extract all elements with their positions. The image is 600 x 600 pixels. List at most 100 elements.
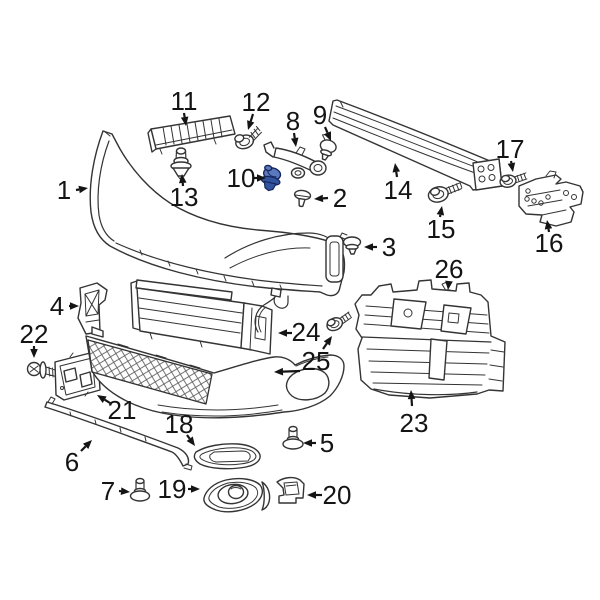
callout-arrowhead xyxy=(314,194,324,203)
callout-arrow xyxy=(322,342,328,350)
trim-crescent xyxy=(261,481,271,511)
part-22-screw xyxy=(26,361,61,379)
callout-arrow xyxy=(282,369,301,373)
callout-arrowhead xyxy=(186,436,195,446)
callout-arrow xyxy=(104,398,111,404)
callout-arrowhead xyxy=(364,243,373,251)
part-7-bolt xyxy=(129,477,151,502)
callout-21[interactable]: 21 xyxy=(97,395,136,425)
callout-23[interactable]: 23 xyxy=(400,390,429,438)
part-14-reinforcement-beam xyxy=(328,99,503,191)
callout-25[interactable]: 25 xyxy=(274,336,332,376)
callout-16[interactable]: 16 xyxy=(535,220,564,258)
callout-arrowhead xyxy=(180,116,189,126)
callout-20[interactable]: 20 xyxy=(307,480,351,510)
callout-arrow xyxy=(80,445,87,452)
callout-arrow xyxy=(292,132,296,139)
callout-number-4[interactable]: 4 xyxy=(50,291,64,321)
callout-arrowhead xyxy=(30,349,38,358)
part-4-side-stay xyxy=(77,282,108,335)
callout-number-19[interactable]: 19 xyxy=(158,474,187,504)
callout-number-3[interactable]: 3 xyxy=(382,232,396,262)
part-13-clip xyxy=(170,147,192,180)
callout-number-14[interactable]: 14 xyxy=(384,175,413,205)
part-19-fog-garnish-lamp xyxy=(203,477,264,513)
callout-number-17[interactable]: 17 xyxy=(496,134,525,164)
callout-26[interactable]: 26 xyxy=(435,254,464,290)
callout-arrow xyxy=(182,112,186,118)
part-5-bolt xyxy=(282,425,304,450)
callout-2[interactable]: 2 xyxy=(314,183,347,213)
callout-number-6[interactable]: 6 xyxy=(65,447,79,477)
callout-number-20[interactable]: 20 xyxy=(323,480,352,510)
callout-1[interactable]: 1 xyxy=(57,175,88,205)
callout-10[interactable]: 10 xyxy=(227,163,266,193)
callout-number-12[interactable]: 12 xyxy=(242,87,271,117)
callout-arrowhead xyxy=(303,439,312,447)
callout-arrowhead xyxy=(290,137,299,147)
callout-14[interactable]: 14 xyxy=(384,163,413,205)
part-24-grille-shutter-upper xyxy=(130,279,282,355)
callout-11[interactable]: 11 xyxy=(171,86,198,126)
callout-4[interactable]: 4 xyxy=(50,291,79,321)
callout-24[interactable]: 24 xyxy=(278,317,320,347)
callout-number-22[interactable]: 22 xyxy=(20,319,49,349)
callout-number-2[interactable]: 2 xyxy=(333,183,347,213)
callout-number-16[interactable]: 16 xyxy=(535,228,564,258)
callout-arrow xyxy=(249,113,255,122)
part-9-clip xyxy=(319,133,337,161)
callout-number-13[interactable]: 13 xyxy=(170,182,199,212)
callout-12[interactable]: 12 xyxy=(242,87,271,130)
part-21-license-bracket xyxy=(54,352,101,401)
callout-number-11[interactable]: 11 xyxy=(171,86,198,116)
callout-arrowhead xyxy=(507,162,516,172)
callout-17[interactable]: 17 xyxy=(496,134,525,172)
callout-18[interactable]: 18 xyxy=(165,409,195,446)
callout-arrowhead xyxy=(82,440,92,450)
callout-arrow xyxy=(75,188,80,192)
callout-19[interactable]: 19 xyxy=(158,474,200,504)
callout-number-24[interactable]: 24 xyxy=(292,317,321,347)
part-10-clip-highlighted xyxy=(260,164,282,192)
callout-number-1[interactable]: 1 xyxy=(57,175,71,205)
callout-6[interactable]: 6 xyxy=(65,440,92,477)
callout-number-26[interactable]: 26 xyxy=(435,254,464,284)
callout-arrow xyxy=(186,434,191,440)
callout-number-25[interactable]: 25 xyxy=(302,346,331,376)
callout-arrowhead xyxy=(247,120,255,130)
callout-number-7[interactable]: 7 xyxy=(101,476,115,506)
part-16-mount-bracket xyxy=(518,170,584,227)
callout-arrowhead xyxy=(307,491,316,499)
callout-number-10[interactable]: 10 xyxy=(227,163,256,193)
callout-arrowhead xyxy=(544,220,553,230)
callout-number-8[interactable]: 8 xyxy=(286,106,300,136)
callout-15[interactable]: 15 xyxy=(427,206,456,244)
part-12-screw xyxy=(234,125,262,150)
callout-number-23[interactable]: 23 xyxy=(400,408,429,438)
callout-arrowhead xyxy=(274,367,284,376)
callout-22[interactable]: 22 xyxy=(20,319,49,358)
callout-5[interactable]: 5 xyxy=(303,428,334,458)
callout-number-15[interactable]: 15 xyxy=(427,214,456,244)
callout-arrowhead xyxy=(97,395,107,403)
callout-number-21[interactable]: 21 xyxy=(108,395,137,425)
callout-number-18[interactable]: 18 xyxy=(165,409,194,439)
callout-arrowhead xyxy=(78,185,88,194)
part-18-fog-garnish xyxy=(193,443,261,470)
callout-arrowhead xyxy=(257,174,266,182)
callout-arrowhead xyxy=(191,485,200,493)
callout-9[interactable]: 9 xyxy=(313,100,331,141)
callout-number-9[interactable]: 9 xyxy=(313,100,327,130)
callout-13[interactable]: 13 xyxy=(170,174,199,212)
callout-arrowhead xyxy=(70,302,79,310)
callout-number-5[interactable]: 5 xyxy=(320,428,334,458)
part-11-grille-bracket xyxy=(147,115,236,155)
callout-arrowhead xyxy=(436,206,445,216)
callout-7[interactable]: 7 xyxy=(101,476,130,506)
callout-arrowhead xyxy=(323,131,331,141)
part-15-bolt xyxy=(427,182,463,203)
callout-8[interactable]: 8 xyxy=(286,106,300,147)
callout-3[interactable]: 3 xyxy=(364,232,396,262)
